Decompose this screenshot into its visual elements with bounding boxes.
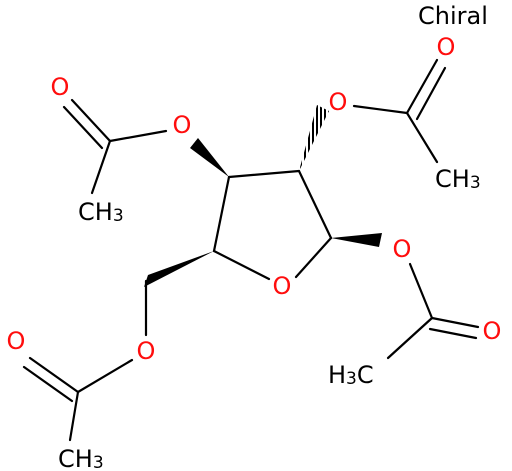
bond-carbonyl-right-b xyxy=(428,327,478,340)
bond-c-methyl-top xyxy=(405,111,439,164)
methyl-right-main: C xyxy=(357,361,374,389)
bond-o-c-top xyxy=(352,104,409,115)
methyl-left-main: CH xyxy=(78,198,113,226)
wedge-c1-o xyxy=(331,233,382,247)
bond-o-c-right xyxy=(408,262,434,320)
bond-c3-c2 xyxy=(227,169,301,179)
hashed-wedge-c2-o xyxy=(299,105,329,171)
atom-o-ester-right: O xyxy=(393,235,412,263)
bond-c2-c1 xyxy=(297,169,333,240)
methyl-left: CH3 xyxy=(78,198,124,226)
bond-carbonyl-top-b xyxy=(415,66,447,121)
methyl-left-sub: 3 xyxy=(113,206,124,226)
bond-c-methyl-right xyxy=(386,316,434,360)
methyl-top-main: CH xyxy=(435,165,470,193)
atom-o-ester-left: O xyxy=(173,111,192,139)
bond-carbonyl-bottom-a xyxy=(28,356,80,394)
atom-o-carbonyl-bottom: O xyxy=(7,327,26,355)
methyl-top-sub: 3 xyxy=(470,173,481,193)
bond-o-c-bottom xyxy=(76,358,134,394)
atom-o-ester-bottom: O xyxy=(137,337,156,365)
chiral-label: Chiral xyxy=(418,2,488,30)
bond-c-methyl-left xyxy=(90,139,112,195)
atom-o-ring: O xyxy=(273,272,292,300)
bond-c4-c3 xyxy=(212,175,231,253)
wedge-c4-c5 xyxy=(144,251,214,287)
methyl-right: H3C xyxy=(328,361,374,389)
atom-o-ester-top: O xyxy=(329,88,348,116)
methyl-bottom: CH3 xyxy=(58,445,104,471)
atom-o-carbonyl-top: O xyxy=(437,33,456,61)
bond-carbonyl-right-a xyxy=(430,316,480,329)
bond-carbonyl-top-a xyxy=(405,58,439,115)
atom-o-carbonyl-left: O xyxy=(51,73,70,101)
methyl-bottom-main: CH xyxy=(58,445,93,471)
methyl-right-pre: H xyxy=(328,361,346,389)
bond-carbonyl-left-b xyxy=(62,105,104,150)
bond-carbonyl-bottom-b xyxy=(22,365,74,403)
bond-oring-c4 xyxy=(212,249,271,281)
bond-c-methyl-bottom xyxy=(68,390,80,442)
methyl-top: CH3 xyxy=(435,165,481,193)
methyl-right-sub: 3 xyxy=(346,369,357,389)
methyl-bottom-sub: 3 xyxy=(93,453,104,471)
bond-o-c-left xyxy=(108,129,168,143)
atom-o-carbonyl-right: O xyxy=(483,317,502,345)
bond-c1-oring xyxy=(294,236,333,279)
bond-carbonyl-left-a xyxy=(70,98,112,143)
wedge-c3-o xyxy=(190,138,229,177)
